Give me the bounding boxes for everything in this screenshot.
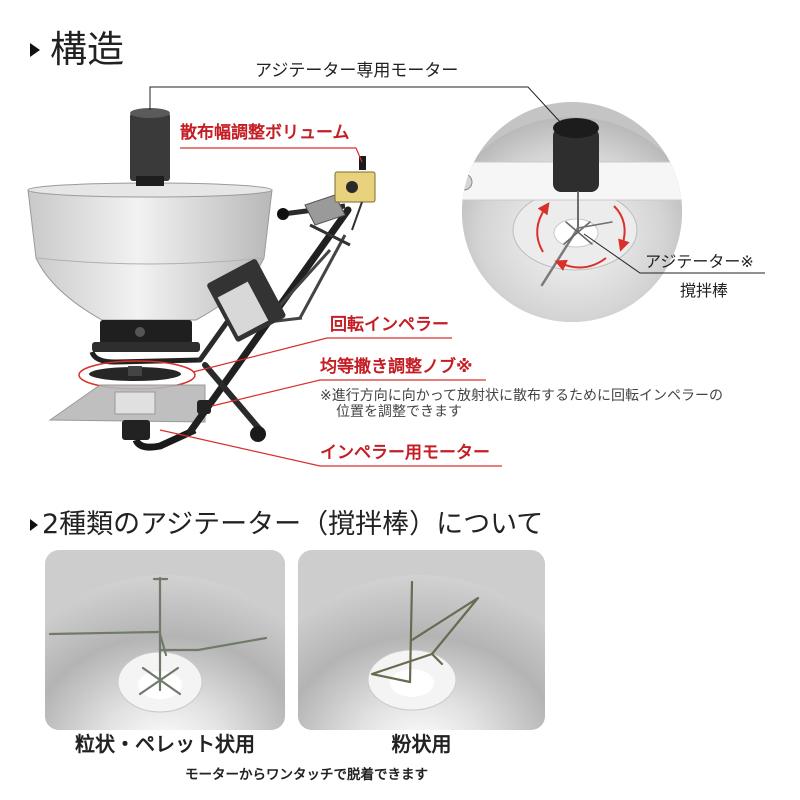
agitator-rods xyxy=(540,191,613,287)
label-stirring-rod: 撹拌棒 xyxy=(680,281,729,300)
spreader-illustration xyxy=(27,108,376,451)
spread-width-volume-leader xyxy=(180,147,363,163)
battery-box-drawing xyxy=(207,259,286,342)
rotation-arrow-right xyxy=(613,205,630,252)
agitator-powder-photo xyxy=(298,550,545,730)
impeller-motor-leader xyxy=(159,429,502,467)
label-agitator: アジテーター※ xyxy=(645,252,754,271)
powder-agitator-wire xyxy=(370,580,480,684)
deflector-plate-drawing xyxy=(48,384,206,423)
agitator-granular-photo xyxy=(45,550,285,730)
label-rotary-impeller: 回転インペラー xyxy=(330,315,449,335)
rotation-arrow-bottom xyxy=(554,257,607,271)
rotary-impeller-leader xyxy=(192,337,452,373)
hopper-top-view-photo xyxy=(462,102,707,322)
note-line-2: 位置を調整できます xyxy=(336,404,462,420)
agitator-leader xyxy=(583,233,765,274)
agitator-motor-leader xyxy=(149,86,563,125)
rotation-arrow-left xyxy=(536,202,550,253)
label-spread-width-volume: 散布幅調整ボリューム xyxy=(180,123,350,143)
bolt-right xyxy=(691,173,707,189)
handle-drawing xyxy=(277,194,351,247)
label-even-spread-knob: 均等撒き調整ノブ※ xyxy=(320,357,473,377)
note-line-1: ※進行方向に向かって放射状に散布するために回転インペラーの xyxy=(320,388,724,404)
granular-agitator-wire xyxy=(48,576,268,696)
triangle-bullet-icon xyxy=(30,519,38,531)
section-title-agitator-types: 2種類のアジテーター（撹拌棒）について xyxy=(42,509,544,540)
bolt-left xyxy=(462,173,473,191)
impeller-housing-drawing xyxy=(89,320,201,365)
footnote-detachable: モーターからワンタッチで脱着できます xyxy=(185,767,428,783)
triangle-bullet-icon xyxy=(30,43,40,57)
label-impeller-motor: インペラー用モーター xyxy=(320,443,490,463)
impeller-motor-drawing xyxy=(122,420,197,451)
caption-granular-pellet: 粒状・ペレット状用 xyxy=(75,732,255,756)
agitator-motor-photo xyxy=(553,118,599,192)
even-spread-knob-leader xyxy=(211,379,486,407)
caption-powder: 粉状用 xyxy=(391,732,452,756)
section-title-structure: 構造 xyxy=(50,28,124,71)
label-agitator-motor: アジテーター専用モーター xyxy=(255,61,459,81)
leader-lines xyxy=(149,86,765,467)
even-spread-knob-drawing xyxy=(197,400,211,414)
agitator-motor-drawing xyxy=(130,108,170,186)
wheel-drawing xyxy=(250,426,266,442)
spread-width-volume-drawing xyxy=(334,156,376,231)
rotation-arrows xyxy=(536,202,630,271)
